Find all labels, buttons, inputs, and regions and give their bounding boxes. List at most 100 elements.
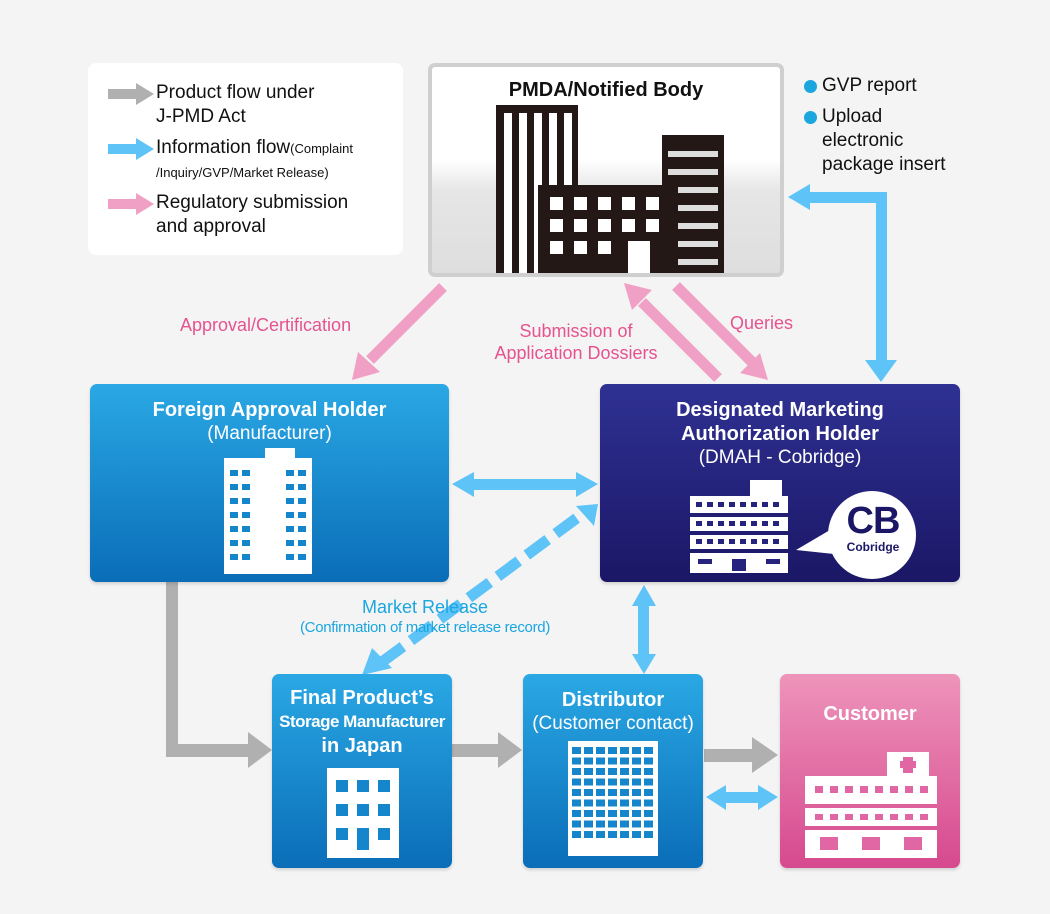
info-flow-arrow-pmda-dmah: [788, 184, 897, 382]
building-window: [632, 789, 641, 796]
building-window: [620, 831, 629, 838]
building-window: [632, 820, 641, 828]
legend-info-flow: Information flow(Complaint /Inquiry/GVP/…: [156, 137, 353, 180]
building-window: [572, 789, 581, 796]
building-window: [632, 757, 641, 765]
building-window: [572, 778, 581, 786]
pmda-notes: GVP report Upload electronic package ins…: [804, 74, 946, 184]
info-flow-arrow-foreign-dmah: [452, 472, 598, 497]
building-window: [644, 757, 653, 765]
product-flow-arrow-storage-to-distributor: [452, 732, 522, 768]
legend-blue-arrow-icon: [108, 138, 154, 160]
foreign-approval-holder-box: Foreign Approval Holder (Manufacturer): [90, 384, 449, 582]
label-queries: Queries: [730, 313, 794, 333]
building-window: [608, 820, 617, 828]
building-window: [596, 831, 605, 838]
building-window: [596, 799, 605, 807]
distributor-box: Distributor (Customer contact): [523, 674, 703, 868]
label-market-release: Market Release (Confirmation of market r…: [299, 597, 551, 636]
building-window: [632, 768, 641, 775]
building-window: [584, 810, 593, 817]
building-window: [632, 831, 641, 838]
building-window: [644, 810, 653, 817]
building-window: [608, 831, 617, 838]
note-gvp-report: GVP report: [804, 74, 946, 98]
building-window: [644, 768, 653, 775]
government-buildings-icon: [496, 105, 724, 273]
product-flow-arrow-distributor-to-customer: [704, 737, 778, 773]
building-window: [584, 799, 593, 807]
building-window: [632, 778, 641, 786]
building-window: [608, 747, 617, 754]
building-window: [584, 768, 593, 775]
building-window: [596, 810, 605, 817]
cobridge-speech-bubble: [796, 491, 916, 579]
building-window: [584, 831, 593, 838]
building-window: [584, 778, 593, 786]
dmah-box: Designated Marketing Authorization Holde…: [600, 384, 960, 582]
building-window: [620, 799, 629, 807]
building-window: [596, 747, 605, 754]
building-window: [620, 789, 629, 796]
regulatory-arrow-submission: [624, 283, 722, 382]
building-window: [572, 768, 581, 775]
building-window: [620, 810, 629, 817]
hospital-icon: [805, 752, 937, 858]
legend-product-flow: Product flow under J-PMD Act: [156, 82, 315, 127]
building-window: [644, 831, 653, 838]
building-window: [620, 778, 629, 786]
building-window: [584, 757, 593, 765]
cobridge-logo: CB Cobridge: [846, 500, 901, 554]
building-window: [644, 789, 653, 796]
building-window: [572, 799, 581, 807]
building-window: [572, 747, 581, 754]
label-submission: Submission of Application Dossiers: [494, 321, 658, 363]
building-window: [632, 810, 641, 817]
distributor-building-icon: [568, 741, 658, 856]
building-window: [596, 768, 605, 775]
pmda-box: PMDA/Notified Body: [428, 63, 784, 277]
building-window: [596, 789, 605, 796]
manufacturer-building-icon: [224, 448, 312, 574]
building-window: [644, 799, 653, 807]
building-window: [596, 757, 605, 765]
building-window: [644, 778, 653, 786]
product-flow-arrow-foreign-to-storage: [166, 582, 272, 768]
legend-gray-arrow-icon: [108, 83, 154, 105]
legend-pink-arrow-icon: [108, 193, 154, 215]
note-upload-insert: Upload electronic package insert: [804, 105, 946, 177]
building-window: [632, 799, 641, 807]
building-window: [608, 799, 617, 807]
building-window: [596, 778, 605, 786]
info-flow-arrow-dmah-distributor: [632, 585, 656, 674]
regulatory-arrow-queries: [672, 282, 768, 380]
building-window: [620, 747, 629, 754]
building-window: [584, 820, 593, 828]
building-window: [584, 747, 593, 754]
building-window: [644, 747, 653, 754]
bullet-icon: [804, 111, 817, 124]
dmah-building-icon: [690, 480, 788, 573]
building-window: [596, 820, 605, 828]
storage-building-icon: [327, 768, 399, 858]
legend-regulatory: Regulatory submission and approval: [156, 192, 349, 237]
building-window: [572, 831, 581, 838]
building-window: [644, 820, 653, 828]
building-window: [620, 768, 629, 775]
customer-box: Customer: [780, 674, 960, 868]
regulatory-arrow-approval: [352, 283, 447, 380]
building-window: [620, 757, 629, 765]
building-window: [632, 747, 641, 754]
building-window: [608, 778, 617, 786]
bullet-icon: [804, 80, 817, 93]
building-window: [608, 789, 617, 796]
building-window: [620, 820, 629, 828]
building-window: [572, 757, 581, 765]
building-window: [608, 757, 617, 765]
legend: Product flow under J-PMD Act Information…: [88, 63, 403, 255]
info-flow-arrow-distributor-customer: [706, 785, 778, 810]
building-window: [572, 810, 581, 817]
market-release-dashed-arrow: [362, 504, 598, 675]
building-window: [584, 789, 593, 796]
storage-manufacturer-box: Final Product’s Storage Manufacturer in …: [272, 674, 452, 868]
